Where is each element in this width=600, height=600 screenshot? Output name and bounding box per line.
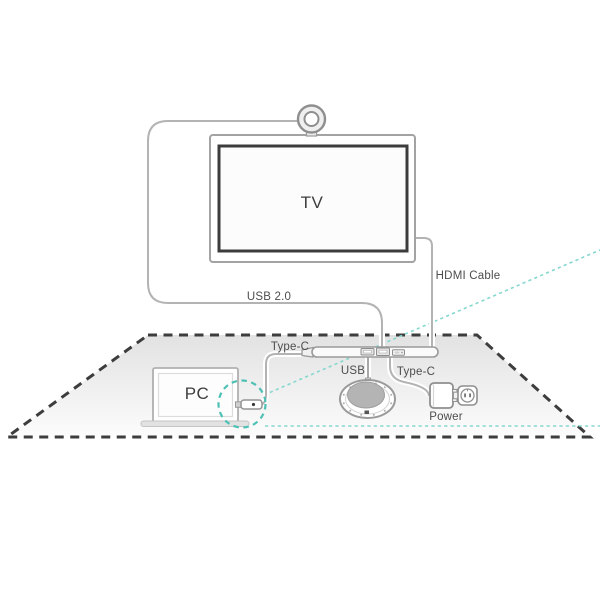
usb2-cable (145, 118, 385, 348)
typec-power-label: Type-C (396, 366, 436, 378)
usb2-cable-label: USB 2.0 (246, 291, 292, 303)
usb-port-icon (376, 347, 390, 356)
tv-label: TV (300, 193, 324, 212)
pc-label: PC (184, 384, 210, 403)
typec-power-cable (387, 356, 432, 397)
usb-port-icon (360, 348, 375, 356)
pc-laptop (140, 367, 250, 427)
hdmi-cable-label: HDMI Cable (435, 270, 501, 282)
magnifier-callout-lines (263, 249, 600, 427)
power-outlet-icon (457, 385, 478, 406)
usb-speakerphone-label: USB (340, 365, 366, 377)
typec-port-icon (392, 349, 405, 356)
tv (209, 134, 416, 263)
hdmi-cable (414, 235, 435, 348)
power-adapter-icon (429, 382, 458, 409)
usb-hub (301, 346, 439, 358)
typec-connector (240, 399, 263, 410)
power-label: Power (429, 411, 463, 423)
magnifier-circle (217, 379, 267, 429)
typec-pc-cable (235, 351, 304, 410)
camera-icon (296, 104, 327, 137)
speakerphone (339, 377, 396, 419)
typec-pc-label: Type-C (270, 341, 310, 353)
